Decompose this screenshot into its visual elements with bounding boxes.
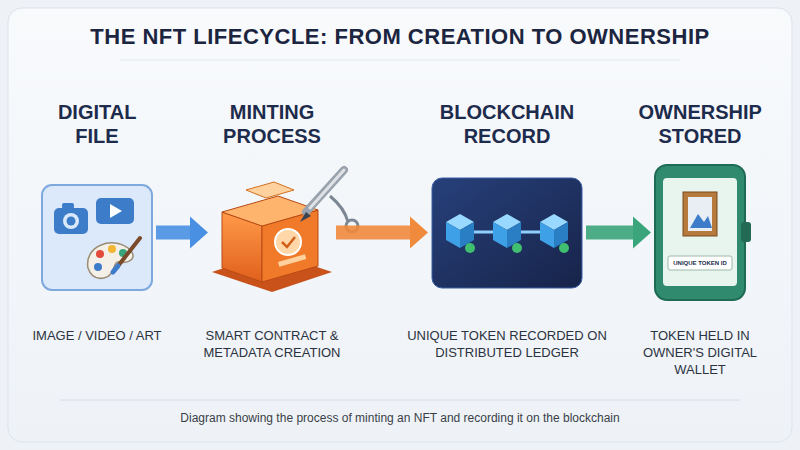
stage-heading: BLOCKCHAIN RECORD (440, 100, 574, 165)
icon-area (212, 165, 332, 300)
caption-rule (60, 400, 740, 401)
card (8, 8, 792, 442)
stage-heading: DIGITAL FILE (58, 100, 136, 165)
stage-description: SMART CONTRACT & METADATA CREATION (187, 328, 357, 362)
stage-heading: MINTING PROCESS (223, 100, 321, 165)
stage-node: MINTING PROCESS SMART CONTRACT & METADATA… (182, 100, 362, 362)
flow-arrow (156, 217, 208, 249)
stage-node: BLOCKCHAIN RECORD UNIQUE TOKEN RECORDED O… (402, 100, 612, 362)
block-cube (540, 214, 569, 253)
diagram-caption: Diagram showing the process of minting a… (20, 411, 780, 425)
arrow-shaft (156, 226, 190, 240)
stage-description: UNIQUE TOKEN RECORDED ON DISTRIBUTED LED… (407, 328, 607, 362)
arrow-head (633, 217, 651, 249)
arrow-shaft (336, 226, 410, 240)
diagram-title: THE NFT LIFECYCLE: FROM CREATION TO OWNE… (20, 24, 780, 50)
blockchain-icon (432, 178, 582, 288)
icon-area (42, 165, 152, 300)
stage-node: DIGITAL FILE IMAGE / VIDEO / ART (12, 100, 182, 345)
icon-area (432, 165, 582, 300)
icon-area (655, 165, 745, 300)
stage-description: IMAGE / VIDEO / ART (12, 328, 182, 345)
block-cube (446, 214, 475, 253)
block-cube (493, 214, 522, 253)
token-label: UNIQUE TOKEN ID (668, 257, 732, 269)
flow-arrow (336, 217, 428, 249)
stage-heading: OWNERSHIP STORED (639, 100, 762, 165)
arrow-head (410, 217, 428, 249)
arrow-shaft (586, 226, 633, 240)
file-icon (42, 185, 152, 290)
arrow-head (190, 217, 208, 249)
title-rule (120, 60, 680, 61)
wallet-icon (655, 165, 751, 300)
flow-arrow (586, 217, 651, 249)
stage-node: OWNERSHIP STORED TOKEN HELD IN OWNER'S DI… (625, 100, 775, 379)
stage-description: TOKEN HELD IN OWNER'S DIGITAL WALLET (630, 328, 770, 379)
